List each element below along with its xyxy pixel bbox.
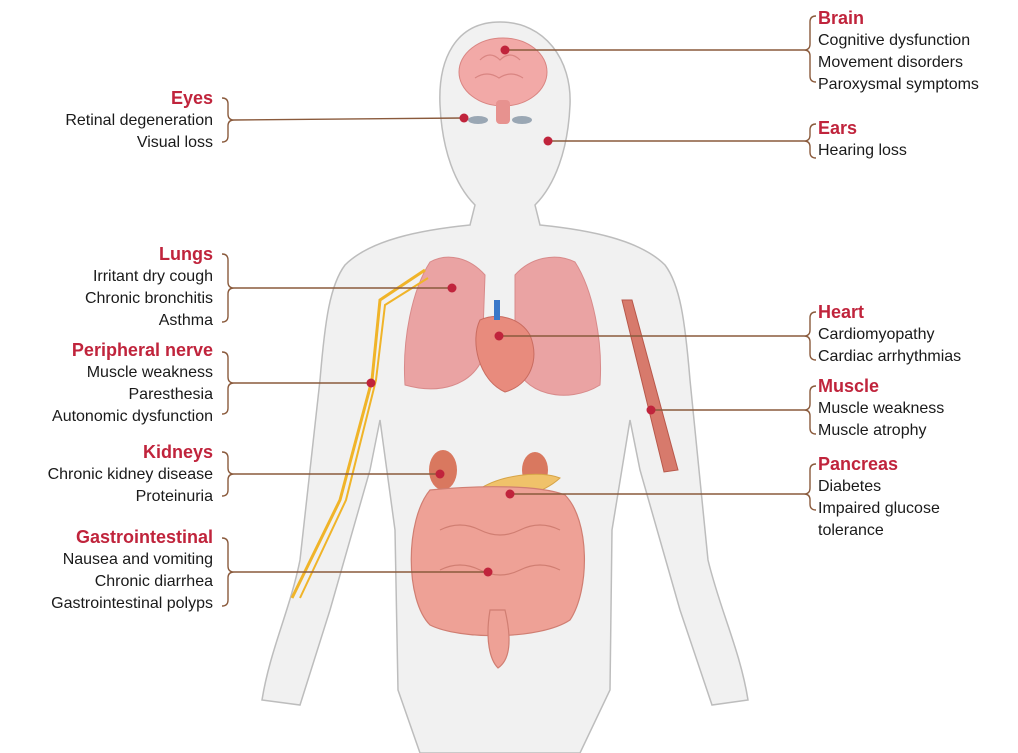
label-item: Gastrointestinal polyps	[51, 593, 213, 615]
label-eyes: Eyes Retinal degeneration Visual loss	[65, 86, 213, 154]
label-item: tolerance	[818, 520, 940, 542]
connector-dot-heart	[495, 332, 504, 341]
label-pancreas: Pancreas Diabetes Impaired glucose toler…	[818, 452, 940, 542]
label-item: Retinal degeneration	[65, 110, 213, 132]
connector-dot-eyes	[460, 114, 469, 123]
label-item: Paroxysmal symptoms	[818, 74, 979, 96]
label-muscle: Muscle Muscle weakness Muscle atrophy	[818, 374, 944, 442]
label-item: Impaired glucose	[818, 498, 940, 520]
connector-dot-kidneys	[436, 470, 445, 479]
label-item: Cardiomyopathy	[818, 324, 961, 346]
label-title: Kidneys	[48, 440, 213, 464]
label-title: Gastrointestinal	[51, 525, 213, 549]
label-item: Muscle weakness	[52, 362, 213, 384]
connector-bracket-heart	[804, 312, 816, 360]
label-brain: Brain Cognitive dysfunction Movement dis…	[818, 6, 979, 96]
label-peripheral-nerve: Peripheral nerve Muscle weakness Paresth…	[52, 338, 213, 428]
label-kidneys: Kidneys Chronic kidney disease Proteinur…	[48, 440, 213, 508]
label-item: Hearing loss	[818, 140, 907, 162]
connector-bracket-gastrointestinal	[222, 538, 234, 606]
label-title: Pancreas	[818, 452, 940, 476]
label-item: Cardiac arrhythmias	[818, 346, 961, 368]
label-item: Chronic kidney disease	[48, 464, 213, 486]
label-ears: Ears Hearing loss	[818, 116, 907, 162]
label-item: Chronic diarrhea	[51, 571, 213, 593]
label-heart: Heart Cardiomyopathy Cardiac arrhythmias	[818, 300, 961, 368]
connector-bracket-brain	[804, 16, 816, 82]
label-item: Visual loss	[65, 132, 213, 154]
label-title: Muscle	[818, 374, 944, 398]
label-item: Asthma	[85, 310, 213, 332]
label-item: Irritant dry cough	[85, 266, 213, 288]
connector-dot-muscle	[647, 406, 656, 415]
label-title: Heart	[818, 300, 961, 324]
connector-bracket-pancreas	[804, 464, 816, 510]
label-item: Muscle weakness	[818, 398, 944, 420]
label-title: Eyes	[65, 86, 213, 110]
connector-bracket-muscle	[804, 386, 816, 434]
label-item: Cognitive dysfunction	[818, 30, 979, 52]
connector-dot-lungs	[448, 284, 457, 293]
connector-bracket-lungs	[222, 254, 234, 322]
connector-bracket-kidneys	[222, 452, 234, 496]
label-item: Nausea and vomiting	[51, 549, 213, 571]
connector-bracket-eyes	[222, 98, 234, 142]
label-title: Brain	[818, 6, 979, 30]
label-item: Diabetes	[818, 476, 940, 498]
label-item: Proteinuria	[48, 486, 213, 508]
label-item: Autonomic dysfunction	[52, 406, 213, 428]
connector-dot-peripheral-nerve	[367, 379, 376, 388]
label-lungs: Lungs Irritant dry cough Chronic bronchi…	[85, 242, 213, 332]
connector-line-eyes	[234, 118, 464, 120]
connector-dot-ears	[544, 137, 553, 146]
connector-bracket-peripheral-nerve	[222, 352, 234, 414]
label-item: Chronic bronchitis	[85, 288, 213, 310]
label-title: Peripheral nerve	[52, 338, 213, 362]
label-item: Muscle atrophy	[818, 420, 944, 442]
connector-dot-pancreas	[506, 490, 515, 499]
label-title: Lungs	[85, 242, 213, 266]
label-item: Movement disorders	[818, 52, 979, 74]
label-title: Ears	[818, 116, 907, 140]
label-gastrointestinal: Gastrointestinal Nausea and vomiting Chr…	[51, 525, 213, 615]
label-item: Paresthesia	[52, 384, 213, 406]
connector-bracket-ears	[804, 124, 816, 158]
connector-dot-brain	[501, 46, 510, 55]
connector-dot-gastrointestinal	[484, 568, 493, 577]
